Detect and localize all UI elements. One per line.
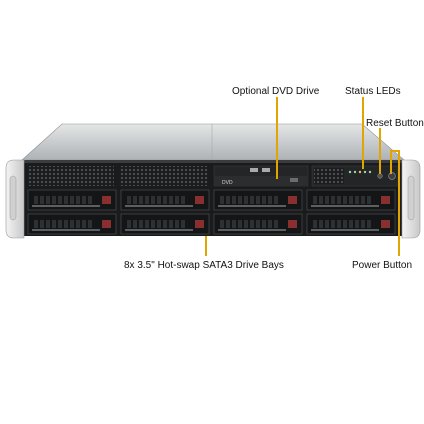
drive-tray-latch[interactable] (195, 196, 204, 204)
drive-tray-4[interactable] (306, 189, 396, 211)
vent-grille-mid (120, 166, 208, 186)
reset-button-control[interactable] (377, 173, 383, 179)
drive-tray-7[interactable] (213, 213, 303, 235)
drive-tray-latch[interactable] (102, 220, 111, 228)
usb-port-2[interactable] (262, 168, 270, 172)
dvd-eject-button[interactable] (290, 178, 298, 182)
drive-tray-6[interactable] (120, 213, 210, 235)
vent-grille-right-small (314, 168, 344, 184)
dvd-badge: DVD (222, 180, 233, 186)
callout-status-leds: Status LEDs (345, 86, 401, 97)
drive-tray-latch[interactable] (381, 220, 390, 228)
callout-dvd-drive: Optional DVD Drive (232, 86, 320, 97)
drive-tray-latch[interactable] (195, 220, 204, 228)
drive-tray-3[interactable] (213, 189, 303, 211)
drive-tray-8[interactable] (306, 213, 396, 235)
status-led-5 (368, 170, 372, 174)
drive-tray-2[interactable] (120, 189, 210, 211)
leader-status-leds (362, 97, 364, 169)
callout-drive-bays: 8x 3.5" Hot-swap SATA3 Drive Bays (124, 260, 284, 271)
status-led-3 (358, 170, 362, 174)
leader-drive-bays (205, 236, 207, 256)
drive-tray-5[interactable] (27, 213, 117, 235)
drive-tray-latch[interactable] (288, 196, 297, 204)
drive-tray-latch[interactable] (102, 196, 111, 204)
chassis-top-cover (21, 123, 405, 161)
leader-power-button-stub (390, 150, 392, 174)
status-led-1 (348, 170, 352, 174)
leader-power-button-v (398, 150, 400, 256)
drive-tray-1[interactable] (27, 189, 117, 211)
drive-tray-latch[interactable] (381, 196, 390, 204)
leader-reset-button-v (379, 128, 381, 174)
power-button-control[interactable] (388, 172, 396, 180)
leader-dvd-drive (276, 97, 278, 179)
drive-tray-latch[interactable] (288, 220, 297, 228)
callout-reset-button: Reset Button (366, 118, 424, 129)
status-led-2 (353, 170, 357, 174)
usb-port-1[interactable] (250, 168, 258, 172)
leader-power-button-h (390, 150, 400, 152)
status-led-4 (363, 170, 367, 174)
callout-power-button: Power Button (352, 260, 413, 271)
vent-grille-left (28, 166, 114, 186)
